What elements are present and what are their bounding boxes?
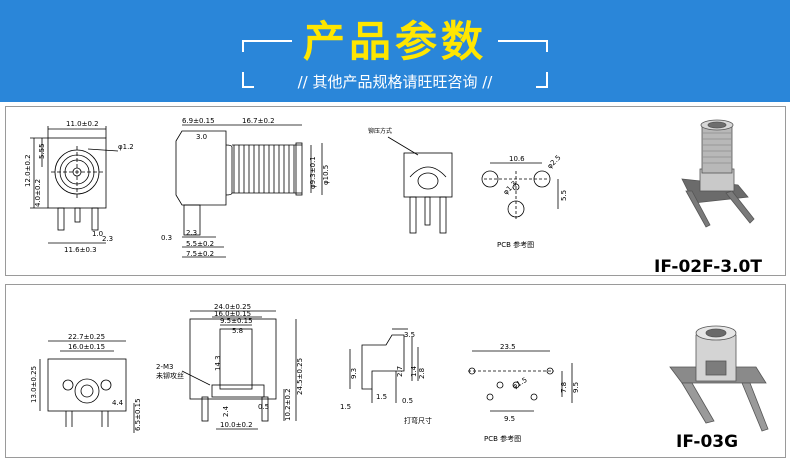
- p2-dim-d28: φ1.5: [511, 376, 529, 391]
- p2-side-plate: [189, 318, 277, 400]
- p2-pcb-hole-6: [530, 393, 538, 401]
- p1-dim-d9: 6.9±0.15: [182, 117, 215, 125]
- p2-dim-d31: 9.5: [504, 415, 515, 423]
- p2-dim-d10: 14.3: [214, 355, 222, 371]
- p2-dim-d6: 24.0±0.25: [214, 303, 251, 311]
- p1-dim-d17: 0.3: [161, 234, 172, 242]
- p1-dim-d21: 5.5: [560, 190, 568, 201]
- p2-dim-d4: 6.5±0.15: [134, 398, 142, 431]
- p2-dim-d14: 0.5: [258, 403, 269, 411]
- p1-dim-d2: 5.55: [38, 143, 46, 159]
- p2-pcb-hole-5: [486, 393, 494, 401]
- banner-line-right: [498, 40, 536, 42]
- p2-side-body: [219, 328, 253, 390]
- banner-bracket-bottom-right: [536, 72, 548, 88]
- p2-dim-d20: 1.4: [410, 365, 418, 377]
- p2-dim-d9: 5.8: [232, 327, 243, 335]
- banner-title: 产品参数: [302, 17, 487, 66]
- p2-front-jack: [74, 378, 100, 404]
- crimp-view-body: [403, 152, 453, 198]
- p2-dim-d30: 9.5: [572, 382, 580, 393]
- p2-dim-d23: 1.5: [340, 403, 351, 411]
- p2-dim-d19: 2.7: [396, 366, 404, 377]
- p2-dim-d3: 13.0±0.25: [30, 366, 38, 403]
- p1-dim-d7: 2.3: [102, 235, 113, 243]
- side-view-thread: [232, 144, 302, 194]
- p2-dim-d8: 9.5±0.15: [220, 317, 253, 325]
- p1-dim-d16: 7.5±0.2: [186, 250, 214, 258]
- side-view-tip: [295, 142, 303, 196]
- p2-bend-profile: [361, 334, 405, 390]
- p1-dim-d15: 5.5±0.2: [186, 240, 214, 248]
- front-view-leg-left: [57, 207, 65, 231]
- p2-dim-d22: 9.3: [350, 368, 358, 379]
- banner-subtitle: // 其他产品规格请旺旺咨询 //: [297, 73, 493, 91]
- p2-pcb-label: PCB 参考图: [484, 434, 521, 443]
- p2-dim-d18: 3.5: [404, 331, 415, 339]
- crimp-view-leg-left: [409, 196, 417, 234]
- p2-pcb-hole-4: [512, 381, 520, 389]
- p1-dim-d1: 11.0±0.2: [66, 120, 99, 128]
- p1-dim-d8: 11.6±0.3: [64, 246, 97, 254]
- p1-pcb-label: PCB 参考图: [497, 240, 534, 249]
- p2-dim-d17: 未铆攻丝: [156, 371, 184, 380]
- banner-bracket-bottom-left: [242, 72, 254, 88]
- p1-dim-d19: φ2.5: [546, 154, 563, 171]
- p1-dim-d4: 4.0±0.2: [34, 179, 42, 207]
- banner-bracket-top-left: [242, 40, 254, 52]
- p2-dim-d16: 2-M3: [156, 363, 173, 371]
- p2-dim-d26: 打弯尺寸: [404, 416, 432, 425]
- side-view-housing: [175, 130, 227, 206]
- p2-dim-d25: 0.5: [402, 397, 413, 405]
- p2-dim-d15: 10.0±0.2: [220, 421, 253, 429]
- p2-side-leg-right: [261, 396, 269, 422]
- drawing-if-02f: 11.0±0.2 5.55 12.0±0.2 4.0±0.2 φ1.2 1.0 …: [24, 117, 755, 258]
- model-label-1: IF-02F-3.0T: [654, 257, 762, 277]
- p2-front-plate: [47, 358, 127, 412]
- pcb-hole-left: [481, 170, 499, 188]
- product-photo-if-02f: [681, 119, 755, 228]
- p1-dim-d18: 10.6: [509, 155, 525, 163]
- p2-dim-d29: 7.8: [560, 382, 568, 393]
- drawing-if-03g: 22.7±0.25 16.0±0.15 13.0±0.25 6.5±0.15 4…: [30, 303, 769, 443]
- side-view-leg: [183, 204, 201, 236]
- front-view-leg-right: [91, 207, 99, 231]
- product-panel-2: 22.7±0.25 16.0±0.15 13.0±0.25 6.5±0.15 4…: [5, 284, 786, 458]
- front-view-center-pin: [74, 207, 81, 223]
- p2-dim-d5: 4.4: [112, 399, 124, 407]
- p2-dim-d21: 2.8: [418, 368, 426, 379]
- p1-dim-d12: φ9.3±0.1: [309, 156, 317, 189]
- p2-dim-d12: 10.2±0.2: [284, 388, 292, 421]
- p1-dim-d14: 2.3: [186, 229, 197, 237]
- p2-side-leg-left: [201, 396, 209, 422]
- header-banner: 产品参数 // 其他产品规格请旺旺咨询 //: [0, 0, 790, 102]
- banner-line-left: [254, 40, 292, 42]
- p1-dim-d13: φ10.5: [322, 165, 330, 185]
- p1-dim-d6: 1.0: [92, 230, 103, 238]
- product-panel-1: 11.0±0.2 5.55 12.0±0.2 4.0±0.2 φ1.2 1.0 …: [5, 106, 786, 277]
- p2-pcb-hole-1: [468, 367, 476, 375]
- p2-pcb-hole-3: [496, 381, 504, 389]
- p2-dim-d11: 24.5±0.25: [296, 358, 304, 395]
- p1-dim-d3: 12.0±0.2: [24, 154, 32, 187]
- crimp-view-pin: [424, 196, 431, 226]
- p2-side-base: [211, 384, 265, 398]
- p1-dim-d5: φ1.2: [118, 143, 134, 151]
- p1-dim-d10: 16.7±0.2: [242, 117, 275, 125]
- model-label-2: IF-03G: [676, 432, 739, 452]
- crimp-view-leg-right: [439, 196, 447, 234]
- p2-pcb-hole-2: [546, 367, 554, 375]
- p1-dim-d11: 3.0: [196, 133, 207, 141]
- banner-bracket-top-right: [536, 40, 548, 52]
- p2-dim-d7: 16.0±0.15: [214, 310, 251, 318]
- p2-dim-d24: 1.5: [376, 393, 387, 401]
- p2-dim-d2: 16.0±0.15: [68, 343, 105, 351]
- p1-crimp-label: 铆压方式: [368, 127, 392, 135]
- p2-dim-d1: 22.7±0.25: [68, 333, 105, 341]
- product-photo-if-03g: [669, 325, 769, 432]
- p2-dim-d13: 2.4: [222, 405, 230, 417]
- p2-dim-d27: 23.5: [500, 343, 516, 351]
